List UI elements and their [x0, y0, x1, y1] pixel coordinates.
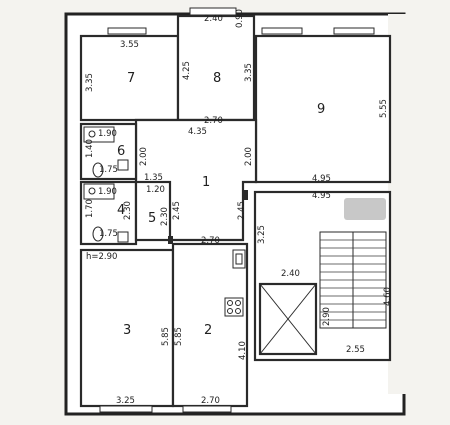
dim-label: 2.55: [346, 345, 365, 355]
room-label-7: 7: [127, 71, 135, 86]
door-marks: [168, 190, 248, 244]
dim-label: 0.90: [235, 9, 245, 28]
dim-label: 3.55: [120, 40, 139, 50]
dim-label: 3.35: [244, 63, 254, 82]
dim-label: 4.60: [383, 287, 393, 306]
dim-label: 2.00: [139, 147, 149, 166]
dim-label: 2.30: [160, 207, 170, 226]
dim-label: 2.70: [201, 236, 220, 246]
dim-label: 2.45: [172, 201, 182, 220]
dim-label: 4.10: [238, 341, 248, 360]
room-5-corridor: [134, 180, 172, 242]
room-label-3: 3: [123, 323, 131, 338]
dim-label: 2.40: [281, 269, 300, 279]
facade-step: [388, 14, 406, 394]
dim-label: 5.85: [174, 327, 184, 346]
dim-label: 2.30: [123, 201, 133, 220]
room-label-8: 8: [213, 71, 221, 86]
dim-label: 1.75: [99, 229, 118, 239]
dim-label: 1.35: [144, 173, 163, 183]
dim-label: 1.40: [85, 139, 95, 158]
dim-label: 2.90: [322, 307, 332, 326]
dim-label: 2.70: [204, 116, 223, 126]
dim-label: 2.00: [244, 147, 254, 166]
dim-label: 4.95: [312, 174, 331, 184]
sink-icon: [88, 130, 96, 138]
dim-label: 2.40: [204, 14, 223, 24]
room-2-kitchen: [171, 242, 249, 408]
staircase: [319, 231, 387, 329]
room-label-6: 6: [117, 144, 125, 159]
elevator-cross-2: [259, 283, 317, 355]
dim-label: 1.70: [85, 199, 95, 218]
room-3: [79, 248, 175, 408]
room-9: [254, 34, 392, 184]
stove-icon: [224, 297, 244, 317]
dim-label: h=2.90: [86, 252, 117, 262]
room-label-5: 5: [148, 211, 156, 226]
dim-label: 4.25: [182, 61, 192, 80]
dim-label: 1.90: [98, 129, 117, 139]
dim-label: 1.20: [146, 185, 165, 195]
bath-fixtures: [83, 126, 129, 243]
dim-label: 2.45: [237, 201, 247, 220]
room-label-4: 4: [117, 203, 125, 218]
room-label-1: 1: [202, 175, 210, 190]
kitchen-sink-icon: [232, 249, 246, 269]
redaction-mark: [344, 198, 386, 220]
dim-label: 3.25: [257, 225, 267, 244]
dim-label: 3.35: [85, 73, 95, 92]
dim-label: 4.95: [312, 191, 331, 201]
dim-label: 4.35: [188, 127, 207, 137]
dim-label: 2.70: [201, 396, 220, 406]
toilet-icon: [92, 162, 104, 178]
room-label-9: 9: [317, 102, 325, 117]
dim-label: 1.90: [98, 187, 117, 197]
dim-label: 5.85: [161, 327, 171, 346]
dim-label: 5.55: [379, 99, 389, 118]
windows: [99, 7, 375, 413]
dim-label: 3.25: [116, 396, 135, 406]
room-label-2: 2: [204, 323, 212, 338]
dim-label: 1.75: [99, 165, 118, 175]
